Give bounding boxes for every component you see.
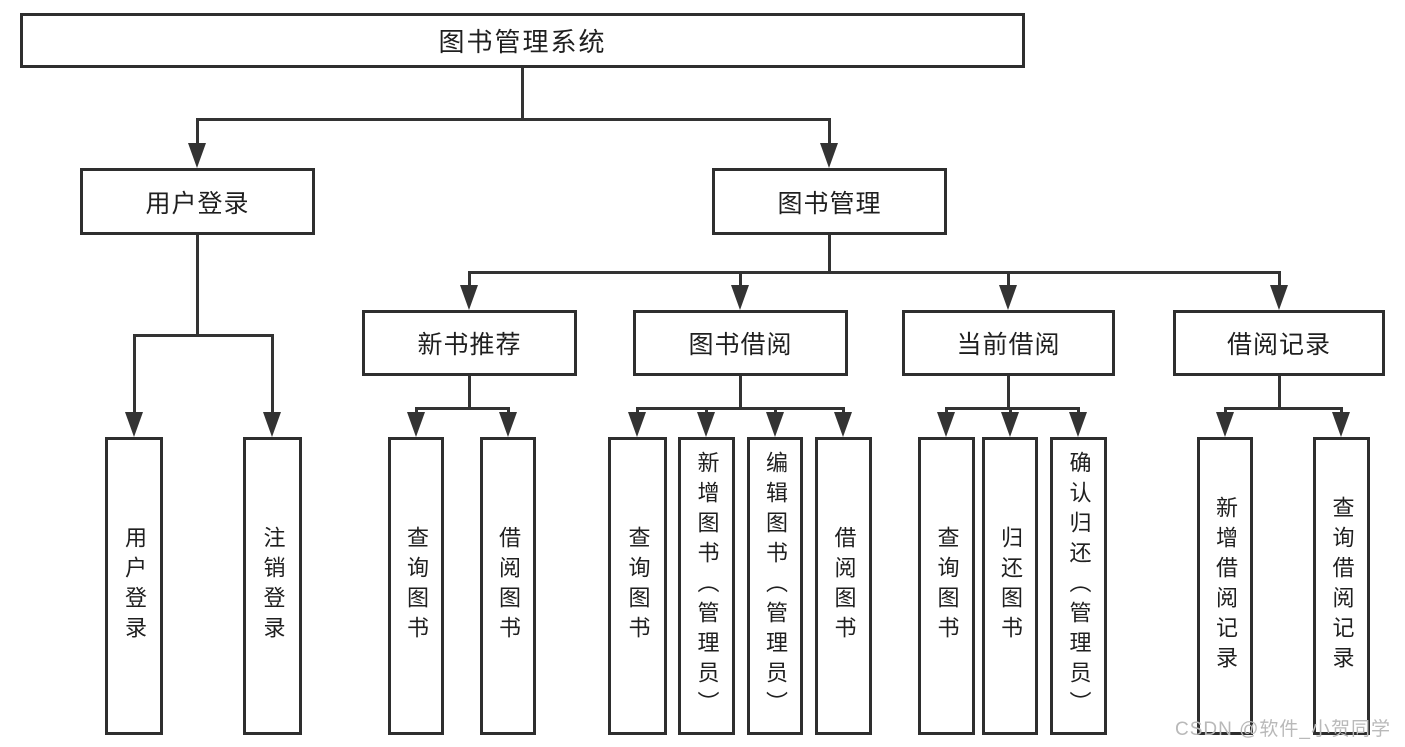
arrow-head-borrow-records-0 [1216,412,1234,437]
node-label-user-login: 用户登录 [145,189,250,218]
node-leaf-query-book-1: 查询图书 [388,437,444,735]
arrow-shaft-root-1 [827,119,831,148]
arrow-head-book-borrow-3 [834,412,852,437]
connector-rail-new-book-rec [414,406,510,410]
arrow-head-book-borrow-1 [697,412,715,437]
node-label-leaf-add-book: 新增图书（管理员） [694,451,720,721]
connector-rail-book-mgmt [467,270,1281,274]
node-label-leaf-query-book-2: 查询图书 [625,526,651,646]
connector-stem-borrow-records [1277,376,1281,410]
arrow-head-current-borrow-0 [937,412,955,437]
node-user-login: 用户登录 [80,168,315,235]
arrow-head-book-mgmt-0 [460,285,478,310]
node-leaf-return-book: 归还图书 [982,437,1038,735]
node-label-current-borrow: 当前借阅 [956,331,1061,359]
arrow-shaft-user-login-0 [132,335,136,417]
arrow-head-new-book-rec-0 [407,412,425,437]
arrow-shaft-root-0 [195,119,199,148]
node-leaf-logout: 注销登录 [243,437,302,735]
node-book-borrow: 图书借阅 [633,310,848,376]
node-leaf-user-login: 用户登录 [105,437,163,735]
arrow-head-book-mgmt-2 [999,285,1017,310]
arrow-head-book-borrow-0 [628,412,646,437]
node-label-borrow-records: 借阅记录 [1226,331,1331,359]
arrow-head-book-borrow-2 [766,412,784,437]
node-leaf-edit-book: 编辑图书（管理员） [747,437,803,735]
node-label-leaf-borrow-book-1: 借阅图书 [496,526,521,646]
arrow-shaft-book-mgmt-0 [467,272,471,290]
connector-stem-book-borrow [738,376,742,410]
node-label-leaf-confirm-return: 确认归还（管理员） [1066,451,1092,721]
node-new-book-rec: 新书推荐 [362,310,577,376]
node-leaf-query-book-3: 查询图书 [918,437,975,735]
node-root: 图书管理系统 [20,13,1025,68]
node-label-leaf-logout: 注销登录 [260,526,286,646]
node-label-leaf-query-record: 查询借阅记录 [1329,496,1355,676]
arrow-head-book-mgmt-1 [731,285,749,310]
node-label-leaf-query-book-1: 查询图书 [404,526,429,646]
node-label-leaf-return-book: 归还图书 [998,526,1023,646]
connector-rail-current-borrow [944,406,1080,410]
node-leaf-borrow-book-1: 借阅图书 [480,437,536,735]
arrow-head-root-1 [820,143,838,168]
arrow-head-borrow-records-1 [1332,412,1350,437]
connector-stem-user-login [195,235,199,337]
node-label-root: 图书管理系统 [438,27,607,57]
connector-stem-root [520,68,524,121]
arrow-head-root-0 [188,143,206,168]
arrow-head-book-mgmt-3 [1270,285,1288,310]
node-leaf-confirm-return: 确认归还（管理员） [1050,437,1107,735]
node-label-leaf-user-login: 用户登录 [122,526,147,646]
csdn-watermark: CSDN @软件_小贺同学 [1175,719,1391,740]
node-book-mgmt: 图书管理 [712,168,947,235]
arrow-shaft-user-login-1 [270,335,274,417]
arrow-shaft-book-mgmt-1 [738,272,742,290]
arrow-shaft-book-mgmt-2 [1006,272,1010,290]
node-borrow-records: 借阅记录 [1173,310,1385,376]
node-label-book-mgmt: 图书管理 [777,189,882,218]
connector-stem-book-mgmt [827,235,831,274]
node-label-book-borrow: 图书借阅 [688,331,793,359]
arrow-head-new-book-rec-1 [499,412,517,437]
arrow-shaft-book-mgmt-3 [1277,272,1281,290]
node-leaf-query-record: 查询借阅记录 [1313,437,1370,735]
connector-rail-book-borrow [635,406,845,410]
node-label-new-book-rec: 新书推荐 [417,331,522,359]
arrow-head-current-borrow-1 [1001,412,1019,437]
arrow-head-user-login-1 [263,412,281,437]
node-current-borrow: 当前借阅 [902,310,1115,376]
arrow-head-user-login-0 [125,412,143,437]
connector-stem-current-borrow [1006,376,1010,410]
connector-rail-user-login [132,333,274,337]
node-label-leaf-borrow-book-2: 借阅图书 [831,526,857,646]
node-leaf-add-record: 新增借阅记录 [1197,437,1253,735]
connector-stem-new-book-rec [467,376,471,410]
node-label-leaf-query-book-3: 查询图书 [934,526,960,646]
connector-rail-root [195,117,831,121]
connector-rail-borrow-records [1223,406,1343,410]
node-label-leaf-edit-book: 编辑图书（管理员） [763,451,788,721]
arrow-head-current-borrow-2 [1069,412,1087,437]
node-leaf-add-book: 新增图书（管理员） [678,437,735,735]
node-leaf-query-book-2: 查询图书 [608,437,667,735]
node-label-leaf-add-record: 新增借阅记录 [1213,496,1238,676]
node-leaf-borrow-book-2: 借阅图书 [815,437,872,735]
